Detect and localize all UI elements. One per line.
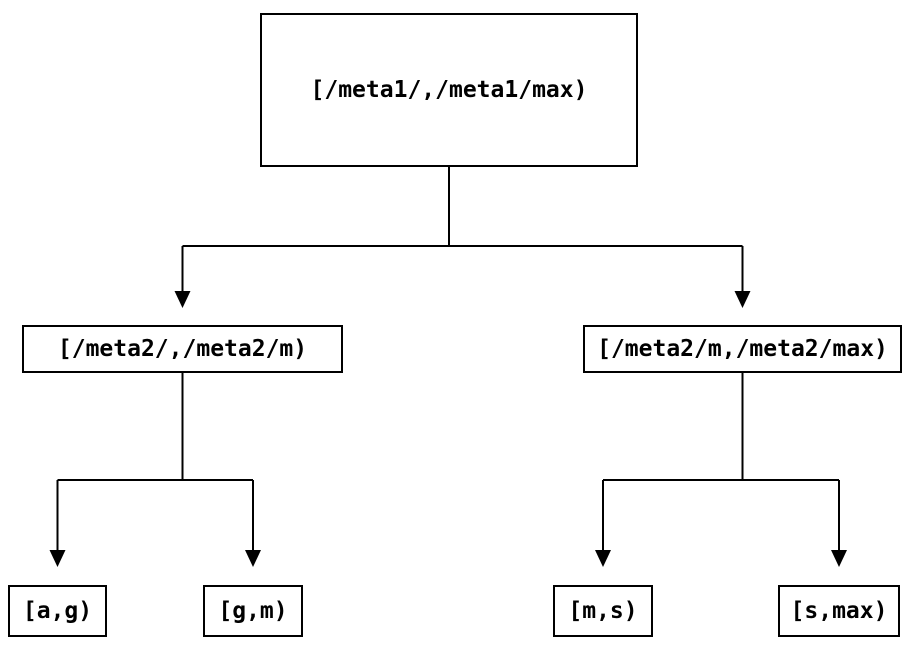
arrowhead-down-icon [831, 550, 847, 567]
node-label: [m,s) [568, 598, 638, 624]
arrowhead-down-icon [49, 550, 66, 567]
node-label: [/meta2/,/meta2/m) [57, 336, 308, 362]
node-meta2-left-range: [/meta2/,/meta2/m) [22, 325, 343, 373]
node-label: [s,max) [790, 598, 888, 624]
node-label: [/meta2/m,/meta2/max) [597, 336, 888, 362]
node-label: [g,m) [218, 598, 288, 624]
node-leaf-smax: [s,max) [778, 585, 900, 637]
arrowhead-down-icon [595, 550, 611, 567]
edge-root-children [174, 167, 751, 308]
edge-right-children [595, 373, 847, 567]
node-meta1-range: [/meta1/,/meta1/max) [260, 13, 638, 167]
node-leaf-gm: [g,m) [203, 585, 303, 637]
node-meta2-right-range: [/meta2/m,/meta2/max) [583, 325, 902, 373]
node-label: [/meta1/,/meta1/max) [310, 77, 588, 103]
node-leaf-ms: [m,s) [553, 585, 653, 637]
arrowhead-down-icon [734, 291, 751, 308]
edge-left-children [49, 373, 261, 567]
node-label: [a,g) [22, 598, 93, 624]
arrowhead-down-icon [245, 550, 261, 567]
node-leaf-ag: [a,g) [8, 585, 107, 637]
arrowhead-down-icon [174, 291, 191, 308]
